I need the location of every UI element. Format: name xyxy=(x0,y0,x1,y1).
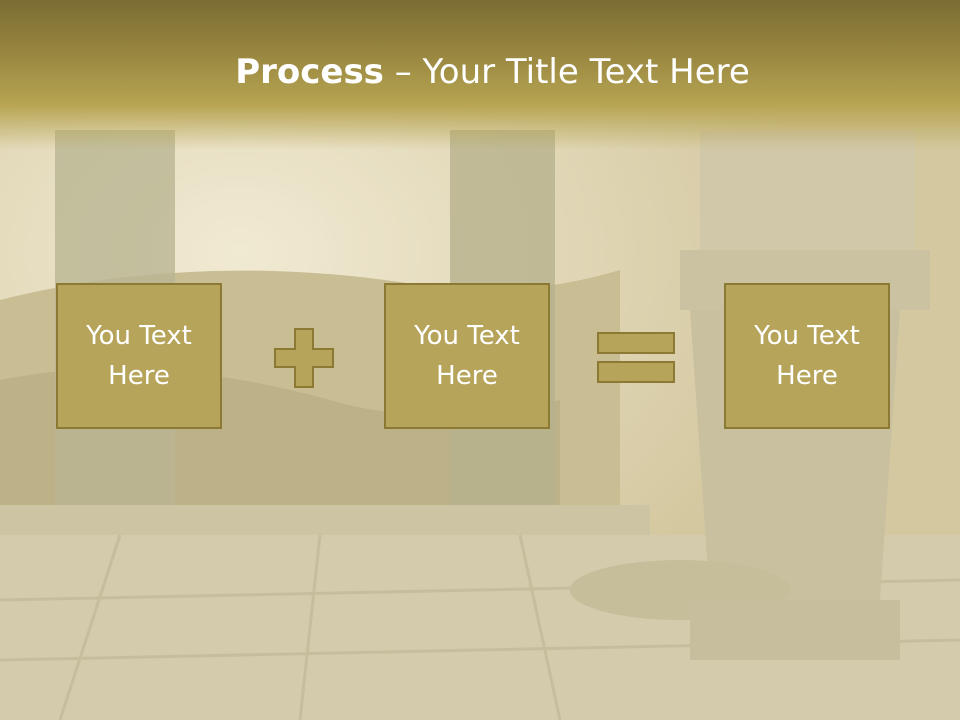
process-box-1-label: You Text Here xyxy=(64,316,214,396)
process-box-3-line1: You Text xyxy=(754,321,860,351)
process-box-3-label: You Text Here xyxy=(732,316,882,396)
slide-title: Process – Your Title Text Here xyxy=(0,52,960,92)
title-rest: – Your Title Text Here xyxy=(383,52,750,92)
process-box-2[interactable]: You Text Here xyxy=(384,283,550,429)
equals-icon xyxy=(597,332,675,383)
process-box-2-line2: Here xyxy=(436,361,498,391)
process-box-1-line2: Here xyxy=(108,361,170,391)
plus-icon xyxy=(274,328,334,388)
process-box-3-line2: Here xyxy=(776,361,838,391)
process-box-2-line1: You Text xyxy=(414,321,520,351)
title-band xyxy=(0,0,960,150)
process-box-1[interactable]: You Text Here xyxy=(56,283,222,429)
process-box-2-label: You Text Here xyxy=(392,316,542,396)
process-box-3[interactable]: You Text Here xyxy=(724,283,890,429)
title-bold: Process xyxy=(235,52,384,92)
process-box-1-line1: You Text xyxy=(86,321,192,351)
